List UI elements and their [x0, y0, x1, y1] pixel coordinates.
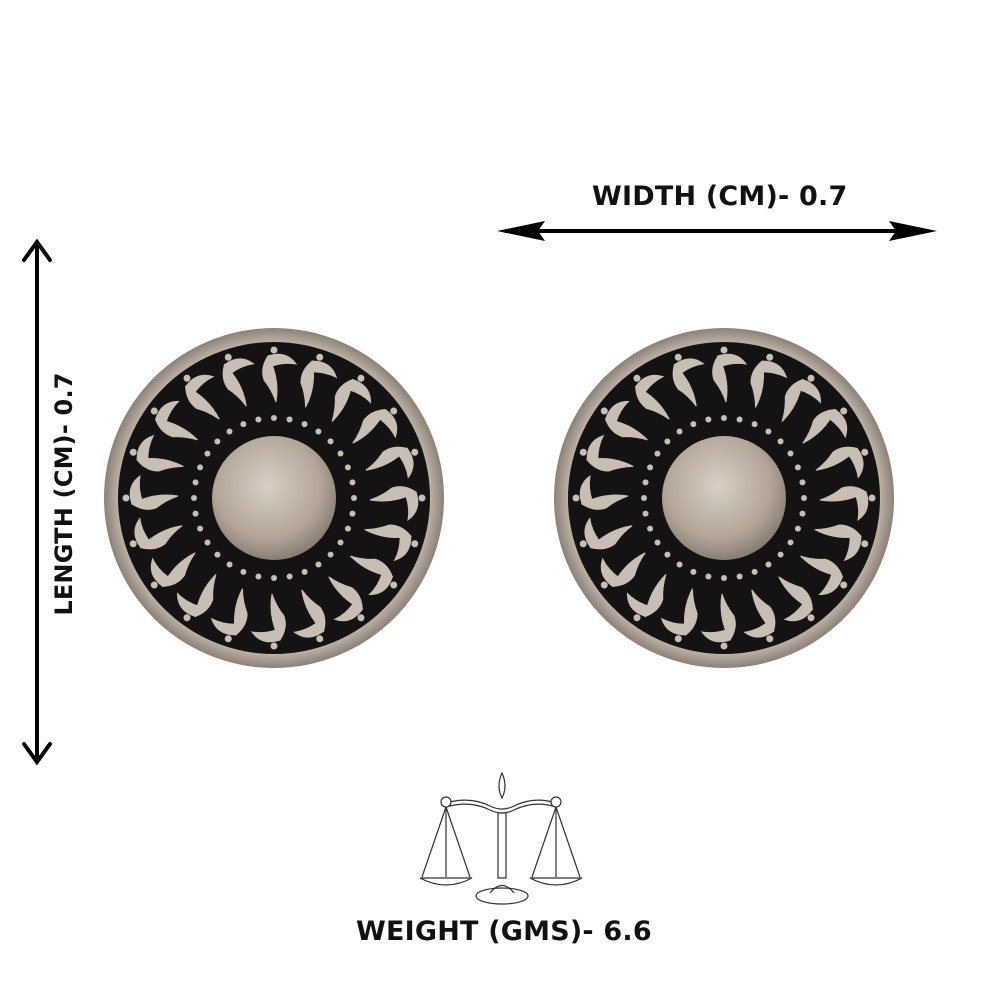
length-arrow-icon: [22, 238, 52, 766]
earring-right: [554, 328, 894, 668]
width-arrow-icon: [497, 221, 937, 241]
balance-scale-icon: [419, 771, 583, 905]
earring-left: [104, 328, 444, 668]
length-label: LENGTH (CM)- 0.7: [50, 372, 78, 616]
width-label: WIDTH (CM)- 0.7: [592, 181, 848, 212]
weight-label: WEIGHT (GMS)- 6.6: [356, 916, 652, 947]
